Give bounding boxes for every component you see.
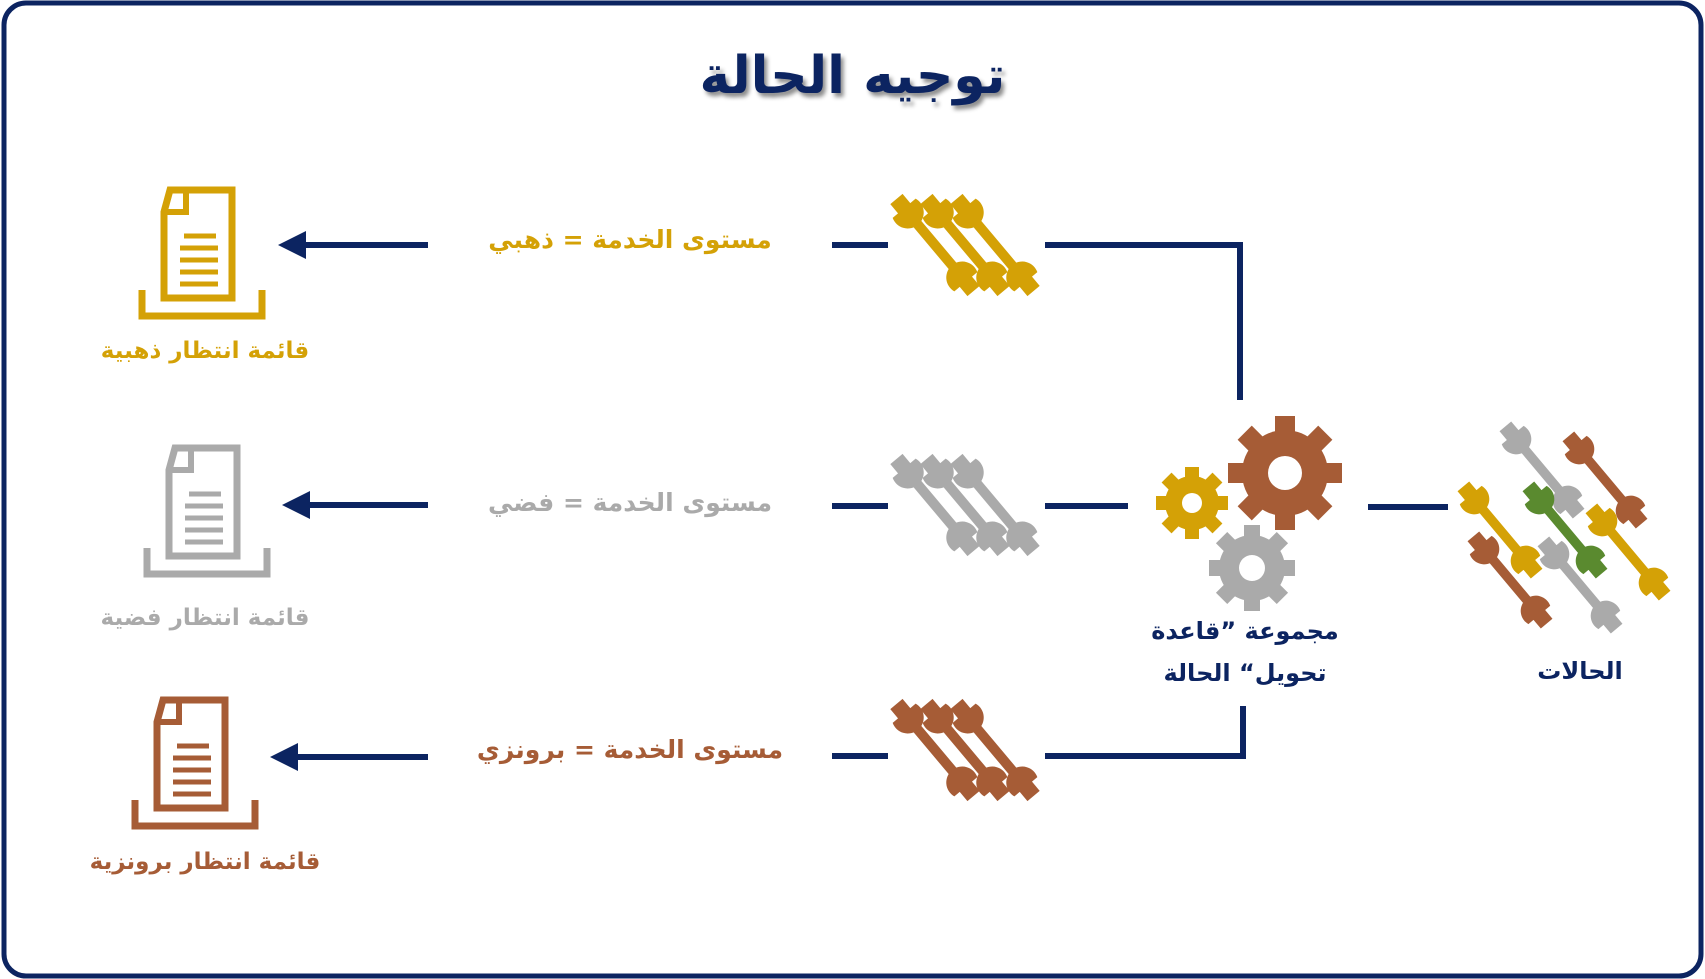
gear-icon-silver	[1209, 525, 1295, 611]
wrench-icon-bronze	[884, 694, 1046, 806]
gear-icon-bronze	[1228, 416, 1342, 530]
document-icon-bronze	[135, 700, 255, 826]
connector-lines	[294, 242, 1448, 760]
arrow-bronze-head	[270, 743, 298, 771]
cases-label: الحالات	[1537, 657, 1623, 685]
wrench-icon-cases	[1451, 416, 1677, 639]
page-title: توجيه الحالة	[699, 46, 1006, 106]
queue-label-gold: قائمة انتظار ذهبية	[100, 338, 310, 364]
arrow-silver-head	[282, 491, 310, 519]
arrow-gold-head	[278, 231, 306, 259]
document-icon-gold	[142, 190, 262, 316]
rule-label-bronze: مستوى الخدمة = برونزي	[476, 735, 784, 764]
gear-icon-gold	[1156, 467, 1228, 539]
rule-set-label-line2: تحويل“ الحالة	[1163, 659, 1327, 687]
queue-label-silver: قائمة انتظار فضية	[100, 605, 310, 631]
rule-label-silver: مستوى الخدمة = فضي	[487, 488, 773, 517]
wrench-icon-silver	[884, 449, 1046, 561]
wrench-icon-gold	[884, 189, 1046, 301]
rule-label-gold: مستوى الخدمة = ذهبي	[488, 225, 772, 254]
rule-set-label-line1: مجموعة ”قاعدة	[1151, 617, 1339, 645]
queue-label-bronze: قائمة انتظار برونزية	[89, 849, 321, 875]
connector-bronze	[1045, 706, 1246, 759]
document-icon-silver	[147, 448, 267, 574]
connector-gold	[1045, 242, 1243, 400]
